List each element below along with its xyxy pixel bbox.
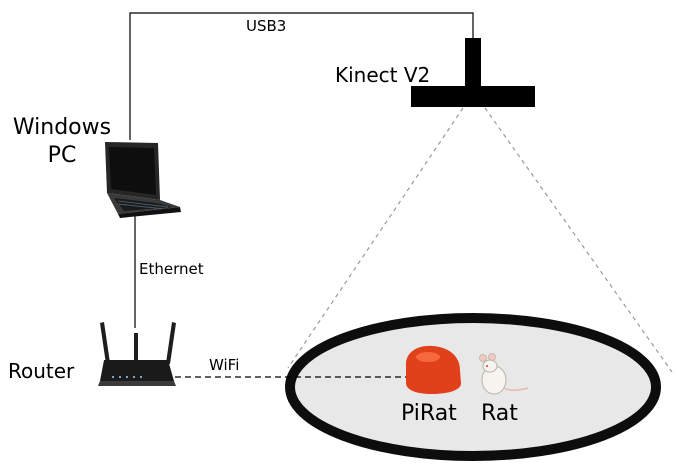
router-icon bbox=[98, 322, 176, 386]
kinect-sensor-icon bbox=[411, 38, 535, 107]
fov-line-right bbox=[484, 107, 673, 373]
pirat-robot-icon bbox=[405, 345, 461, 394]
pc-label-line1: Windows bbox=[13, 115, 111, 140]
rat-label: Rat bbox=[481, 401, 518, 426]
wifi-label: WiFi bbox=[209, 356, 239, 374]
arena bbox=[285, 313, 661, 461]
router-label: Router bbox=[8, 359, 75, 383]
pc-label-line2: PC bbox=[48, 143, 77, 168]
usb-cable bbox=[129, 12, 474, 140]
pirat-label: PiRat bbox=[401, 401, 457, 426]
rat-icon bbox=[479, 353, 529, 395]
usb3-label: USB3 bbox=[246, 17, 286, 35]
ethernet-label: Ethernet bbox=[139, 260, 204, 278]
laptop-icon bbox=[105, 142, 181, 218]
kinect-label: Kinect V2 bbox=[335, 63, 430, 87]
